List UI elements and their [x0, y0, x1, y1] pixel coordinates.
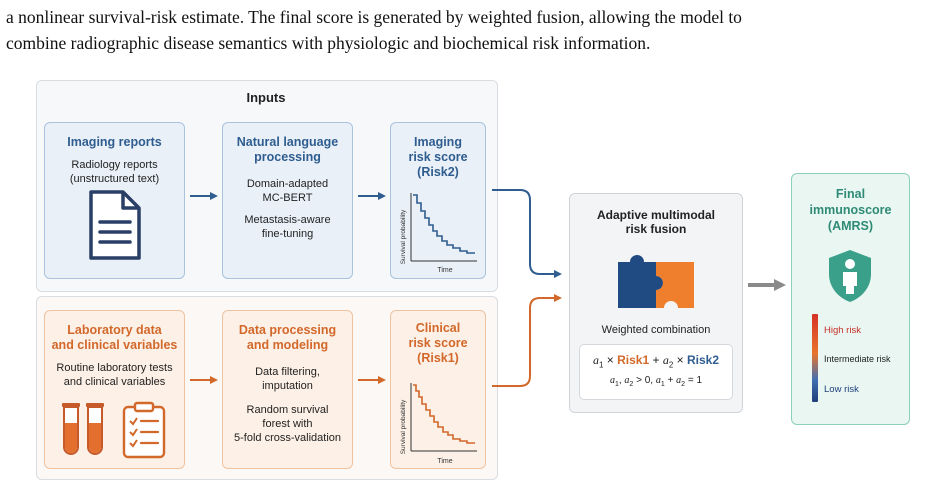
clinical-survival-curve: Survival probability Time [400, 383, 477, 465]
constraint-sub-3: 1 [660, 381, 665, 389]
arrow-imaging-score-to-fusion [492, 189, 562, 278]
constraint-a3: a [655, 375, 661, 387]
processing-title-1: Data processing [238, 323, 337, 337]
processing-desc-5: 5-fold cross-validation [234, 432, 341, 444]
constraint-sub-4: 2 [681, 381, 686, 389]
formula-risk2: Risk2 [686, 353, 720, 367]
formula-a1: a [592, 353, 599, 367]
clipboard-checklist-icon [122, 401, 166, 459]
final-title-3: (AMRS) [827, 219, 874, 233]
nlp-desc-2: MC-BERT [262, 192, 313, 204]
nlp-desc-4: fine-tuning [261, 228, 314, 240]
imaging-curve-xlabel: Time [437, 267, 452, 274]
processing-desc-2: imputation [262, 380, 313, 392]
caption-line-2: combine radiographic disease semantics w… [6, 33, 651, 53]
risk-gradient-bar [812, 314, 818, 402]
clinical-risk-score-box: Clinical risk score (Risk1) Survival pro… [390, 310, 486, 469]
processing-desc-3: Random survival [246, 404, 329, 416]
clinical-curve-ylabel: Survival probability [400, 399, 407, 454]
document-icon [89, 190, 141, 260]
high-risk-label: High risk [824, 325, 861, 336]
imaging-reports-desc-2: (unstructured text) [69, 173, 160, 185]
imaging-reports-box: Imaging reports Radiology reports (unstr… [44, 122, 185, 279]
constraint-eq: = 1 [685, 375, 703, 387]
processing-desc-4: forest with [262, 418, 313, 430]
formula-box: a1 × Risk1 + a2 × Risk2 a1, a2 > 0, a1 +… [579, 344, 733, 400]
caption-line-1: a nonlinear survival-risk estimate. The … [6, 7, 742, 27]
imaging-score-title-3: (Risk2) [417, 165, 459, 179]
processing-title-2: and modeling [246, 338, 329, 352]
imaging-reports-desc-1: Radiology reports [71, 159, 158, 171]
formula-a2: a [662, 353, 669, 367]
data-processing-box: Data processing and modeling Data filter… [222, 310, 353, 469]
fusion-constraint: a1, a2 > 0, a1 + a2 = 1 [580, 375, 732, 388]
clinical-score-title-1: Clinical [415, 321, 461, 335]
formula-sub-2: 2 [668, 360, 674, 370]
nlp-desc-3: Metastasis-aware [244, 214, 331, 226]
shield-person-icon [829, 250, 871, 302]
imaging-reports-title: Imaging reports [67, 135, 162, 149]
clinical-curve-xlabel: Time [437, 458, 452, 465]
imaging-curve-ylabel: Survival probability [400, 209, 407, 264]
low-risk-label: Low risk [824, 384, 859, 395]
final-title-2: immunoscore [809, 203, 892, 217]
final-immunoscore-box: Final immunoscore (AMRS) High risk Inter… [791, 173, 910, 425]
arrow-clinical-score-to-fusion [492, 294, 562, 387]
final-title-1: Final [835, 187, 866, 201]
inputs-title: Inputs [246, 90, 286, 105]
caption: a nonlinear survival-risk estimate. The … [6, 4, 931, 56]
clinical-score-title-3: (Risk1) [417, 351, 459, 365]
fusion-title-1: Adaptive multimodal [596, 208, 715, 222]
formula-times-2: × [673, 353, 687, 367]
imaging-risk-score-box: Imaging risk score (Risk2) Survival prob… [390, 122, 486, 279]
formula-times-1: × [603, 353, 618, 367]
fusion-formula: a1 × Risk1 + a2 × Risk2 [580, 353, 732, 369]
constraint-gt: > 0, [633, 375, 656, 387]
formula-sub-1: 1 [598, 360, 604, 370]
lab-desc-2: and clinical variables [63, 376, 166, 388]
constraint-comma: , [618, 375, 625, 387]
constraint-plus: + [664, 375, 677, 387]
imaging-score-title-1: Imaging [414, 135, 462, 149]
adaptive-fusion-box: Adaptive multimodal risk fusion Weighted… [569, 193, 743, 413]
test-tubes-icon [62, 403, 104, 455]
fusion-title-2: risk fusion [625, 222, 687, 236]
puzzle-pieces-icon [618, 255, 694, 308]
clinical-score-title-2: risk score [408, 336, 468, 350]
lab-title-2: and clinical variables [51, 338, 178, 352]
laboratory-data-box: Laboratory data and clinical variables R… [44, 310, 185, 469]
nlp-title-1: Natural language [236, 135, 339, 149]
nlp-box: Natural language processing Domain-adapt… [222, 122, 353, 279]
lab-title-1: Laboratory data [67, 323, 162, 337]
formula-risk1: Risk1 [617, 353, 650, 367]
processing-desc-1: Data filtering, [255, 366, 320, 378]
intermediate-risk-label: Intermediate risk [824, 354, 891, 364]
formula-plus: + [649, 353, 663, 367]
constraint-sub-2: 2 [629, 381, 634, 389]
weighted-combination-label: Weighted combination [601, 324, 711, 336]
imaging-survival-curve: Survival probability Time [400, 193, 477, 274]
constraint-sub-1: 1 [614, 381, 619, 389]
nlp-title-2: processing [254, 150, 321, 164]
constraint-a1: a [609, 375, 615, 387]
constraint-a4: a [676, 375, 682, 387]
constraint-a2: a [624, 375, 630, 387]
imaging-score-title-2: risk score [408, 150, 468, 164]
lab-desc-1: Routine laboratory tests [56, 362, 173, 374]
nlp-desc-1: Domain-adapted [246, 178, 329, 190]
